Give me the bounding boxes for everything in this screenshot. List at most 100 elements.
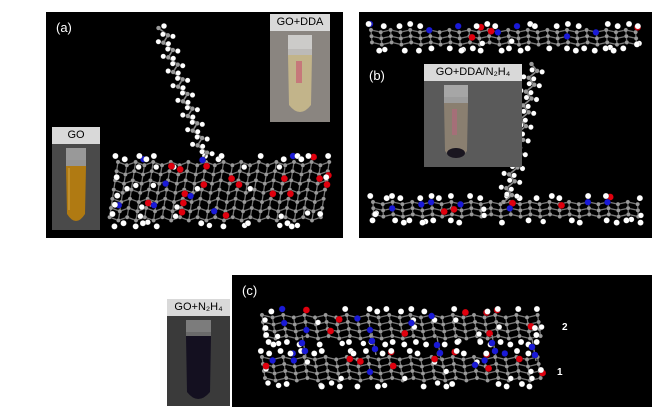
chain-carbon-atom: [184, 91, 191, 97]
chain-carbon-atom: [526, 109, 532, 115]
carbon-atom: [389, 333, 395, 339]
hydrogen-atom: [189, 141, 196, 148]
carbon-atom: [194, 162, 200, 168]
hydrogen-atom: [160, 22, 168, 30]
hydrogen-atom: [416, 22, 424, 30]
hydrogen-atom: [139, 219, 147, 227]
carbon-atom: [516, 42, 522, 47]
carbon-atom: [398, 364, 404, 369]
carbon-atom: [142, 162, 147, 168]
panel-label-a: (a): [56, 20, 72, 35]
carbon-atom: [171, 199, 177, 205]
hydrogen-atom: [270, 341, 277, 348]
nitrogen-atom: [150, 201, 158, 209]
carbon-atom: [297, 181, 303, 186]
carbon-atom: [469, 212, 474, 217]
oxygen-atom: [178, 208, 186, 216]
carbon-atom: [326, 375, 331, 381]
nitrogen-atom: [428, 312, 436, 320]
carbon-atom: [299, 172, 304, 177]
hydrogen-atom: [132, 223, 139, 230]
carbon-atom: [195, 214, 200, 220]
carbon-atom: [537, 214, 543, 219]
carbon-atom: [464, 336, 469, 341]
carbon-atom: [356, 322, 361, 327]
carbon-atom: [427, 33, 433, 39]
hydrogen-atom: [536, 82, 543, 89]
hydrogen-atom: [397, 194, 404, 202]
carbon-atom: [633, 36, 639, 41]
vial-go: [52, 144, 100, 230]
hydrogen-atom: [634, 22, 642, 30]
carbon-atom: [280, 181, 285, 186]
carbon-atom: [263, 172, 269, 177]
carbon-atom: [291, 159, 297, 165]
carbon-atom: [114, 168, 119, 174]
carbon-atom: [493, 319, 499, 325]
carbon-atom: [398, 29, 403, 35]
carbon-atom: [174, 181, 180, 186]
oxygen-atom: [176, 165, 184, 174]
carbon-atom: [496, 36, 502, 41]
carbon-atom: [358, 336, 363, 341]
carbon-atom: [333, 357, 339, 362]
hydrogen-atom: [194, 134, 201, 140]
chain-carbon-atom: [531, 82, 537, 88]
carbon-atom: [411, 333, 416, 339]
carbon-atom: [453, 375, 459, 381]
carbon-atom: [283, 333, 289, 339]
hydrogen-atom: [538, 323, 545, 331]
hydrogen-atom: [484, 308, 491, 315]
carbon-atom: [388, 368, 394, 374]
carbon-atom: [151, 218, 156, 223]
layer-label-top: 2: [562, 322, 568, 333]
carbon-atom: [411, 375, 416, 381]
carbon-atom: [418, 36, 423, 41]
carbon-atom: [335, 371, 341, 376]
hydrogen-atom: [603, 217, 610, 224]
carbon-atom: [525, 27, 531, 33]
carbon-atom: [262, 375, 268, 381]
hydrogen-atom: [374, 383, 382, 390]
hydrogen-atom: [623, 217, 630, 224]
carbon-atom: [369, 33, 374, 39]
carbon-atom: [230, 214, 236, 220]
hydrogen-atom: [241, 163, 248, 171]
carbon-atom: [604, 40, 610, 45]
hydrogen-atom: [284, 219, 291, 227]
carbon-atom: [567, 212, 572, 217]
hydrogen-atom: [111, 223, 118, 230]
hydrogen-atom: [170, 33, 176, 40]
carbon-atom: [365, 312, 371, 318]
hydrogen-atom: [153, 223, 160, 230]
carbon-atom: [613, 29, 619, 35]
hydrogen-atom: [448, 380, 456, 388]
hydrogen-atom: [304, 358, 311, 366]
carbon-atom: [546, 40, 551, 45]
carbon-atom: [346, 368, 352, 374]
carbon-atom: [258, 208, 263, 214]
chain-carbon-atom: [189, 106, 195, 112]
carbon-atom: [302, 312, 307, 318]
carbon-atom: [516, 368, 521, 374]
molecular-model-go-dda: [107, 22, 333, 230]
hydrogen-atom: [365, 20, 372, 28]
hydrogen-atom: [517, 47, 524, 54]
carbon-atom: [595, 42, 600, 47]
carbon-atom: [205, 208, 211, 214]
carbon-atom: [335, 329, 341, 334]
carbon-atom: [326, 333, 331, 339]
carbon-atom: [139, 181, 144, 186]
carbon-atom: [312, 315, 318, 320]
oxygen-atom: [508, 199, 517, 207]
oxygen-atom: [179, 199, 188, 207]
hydrogen-atom: [318, 383, 326, 390]
hydrogen-atom: [428, 192, 435, 200]
carbon-atom: [515, 319, 520, 325]
carbon-atom: [272, 371, 277, 376]
hydrogen-atom: [563, 45, 571, 52]
carbon-atom: [476, 29, 482, 35]
carbon-atom: [127, 196, 133, 202]
oxygen-atom: [450, 205, 458, 214]
nitrogen-atom: [407, 319, 415, 327]
